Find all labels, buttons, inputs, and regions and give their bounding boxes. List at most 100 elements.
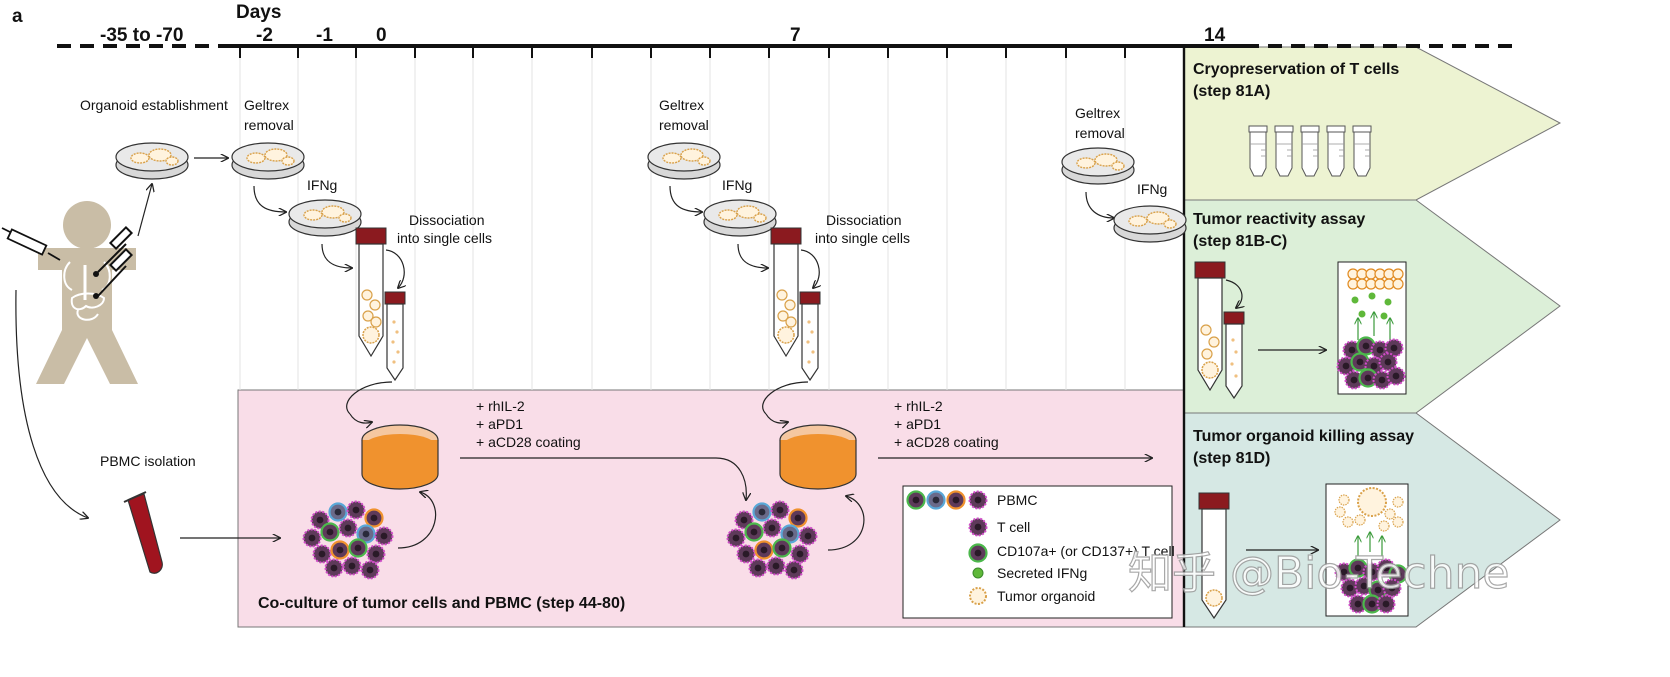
pbmc-cell xyxy=(762,518,782,538)
legend-tcell: T cell xyxy=(997,519,1030,535)
pbmc-cell xyxy=(374,526,394,546)
pbmc-cell xyxy=(748,558,768,578)
tick-label-minus2: -2 xyxy=(256,25,273,46)
supplement-1a: + rhIL-2 xyxy=(476,398,525,414)
pbmc-cell xyxy=(324,558,344,578)
pbmc-cell xyxy=(736,544,756,564)
arrow-geltrex-to-ifng-3 xyxy=(1085,191,1114,218)
pbmc-cell xyxy=(348,538,368,558)
organoid-dish-ifng-3 xyxy=(1113,205,1187,243)
pbmc-cell xyxy=(312,544,332,564)
coculture-title: Co-culture of tumor cells and PBMC (step… xyxy=(258,595,625,612)
outcome-1-title: Cryopreservation of T cells xyxy=(1193,61,1399,78)
killing-tube xyxy=(1198,492,1230,620)
culture-well-2 xyxy=(779,424,857,490)
outcome-2-title: Tumor reactivity assay xyxy=(1193,211,1365,228)
geltrex-removal-label-3a: Geltrex xyxy=(1075,105,1120,121)
pbmc-cell xyxy=(788,508,808,528)
pbmc-cell xyxy=(328,502,348,522)
organoid-fragment xyxy=(1354,514,1366,526)
pbmc-cell xyxy=(366,544,386,564)
panel-letter: a xyxy=(12,6,23,27)
tick-label-14: 14 xyxy=(1204,25,1226,46)
small-tube-1 xyxy=(384,291,406,382)
supplement-1b: + aPD1 xyxy=(476,416,523,432)
ifng-label-3: IFNg xyxy=(1137,181,1167,197)
geltrex-removal-label-1a: Geltrex xyxy=(244,97,289,113)
organoid-large xyxy=(1357,487,1387,517)
geltrex-removal-label-1b: removal xyxy=(244,117,294,133)
pbmc-cell xyxy=(784,560,804,580)
killing-assay-box xyxy=(1325,483,1409,617)
blood-tube-icon xyxy=(123,491,163,574)
pbmc-cell xyxy=(320,522,340,542)
pbmc-cell xyxy=(770,500,790,520)
supplement-2b: + aPD1 xyxy=(894,416,941,432)
arrow-tube-to-small-1 xyxy=(385,249,404,288)
pbmc-isolation-label: PBMC isolation xyxy=(100,453,196,469)
geltrex-removal-label-2a: Geltrex xyxy=(659,97,704,113)
supplement-2c: + aCD28 coating xyxy=(894,434,999,450)
geltrex-removal-label-3b: removal xyxy=(1075,125,1125,141)
arrow-ifng-to-tube-1 xyxy=(321,243,352,268)
arrow-patient-to-dish xyxy=(137,184,152,237)
reactivity-assay-box xyxy=(1336,261,1407,395)
outcome-2-step: (step 81B-C) xyxy=(1193,233,1287,250)
dissociation-label-1b: into single cells xyxy=(397,230,492,246)
ifng-dot xyxy=(1351,296,1359,304)
timeline-ticks xyxy=(239,46,1126,58)
ifng-dot xyxy=(1358,310,1366,318)
organoid-dish-geltrex-1 xyxy=(231,142,305,180)
pbmc-cell xyxy=(798,526,818,546)
tick-label-7: 7 xyxy=(790,25,801,46)
pbmc-cell xyxy=(766,556,786,576)
falcon-tube-2 xyxy=(770,227,802,358)
organoid-fragment xyxy=(1378,520,1390,532)
biopsy-needle-icon xyxy=(97,225,134,297)
ifng-dot xyxy=(1380,312,1388,320)
organoid-cell xyxy=(1392,268,1404,280)
organoid-cell xyxy=(1392,278,1404,290)
pbmc-cell xyxy=(302,528,322,548)
arrow-geltrex-to-ifng-2 xyxy=(669,185,702,212)
arrow-cluster-loop-1 xyxy=(397,492,437,549)
ifng-label-2: IFNg xyxy=(722,177,752,193)
geltrex-removal-label-2b: removal xyxy=(659,117,709,133)
supplement-1c: + aCD28 coating xyxy=(476,434,581,450)
reactivity-tubes xyxy=(1194,261,1244,400)
legend-tumor-organoid: Tumor organoid xyxy=(997,588,1095,604)
ifng-label-1: IFNg xyxy=(307,177,337,193)
pbmc-cell xyxy=(338,518,358,538)
dissociation-label-2a: Dissociation xyxy=(826,212,901,228)
dissociation-label-2b: into single cells xyxy=(815,230,910,246)
supplement-2a: + rhIL-2 xyxy=(894,398,943,414)
arrow-cluster-loop-2 xyxy=(827,496,865,551)
watermark-text: 知乎 @Bio-Techne xyxy=(1128,548,1509,599)
arrow-patient-to-pbmc xyxy=(15,289,88,518)
pbmc-cell xyxy=(364,508,384,528)
arrow-smalltube-to-well-2 xyxy=(762,381,809,415)
arrow-ifng-to-tube-2 xyxy=(737,243,768,268)
organoid-fragment xyxy=(1384,508,1396,520)
arrow-coculture-to-day7 xyxy=(460,457,746,500)
pbmc-cell xyxy=(744,522,764,542)
timeline-unit-label: Days xyxy=(236,2,281,23)
pbmc-cell xyxy=(752,502,772,522)
organoid-dish-geltrex-2 xyxy=(647,142,721,180)
organoid-fragment xyxy=(1392,516,1404,528)
tick-label-pre: -35 to -70 xyxy=(100,25,183,46)
dissociation-label-1a: Dissociation xyxy=(409,212,484,228)
arrow-smalltube-to-well-1 xyxy=(346,381,393,415)
ifng-dot xyxy=(1368,292,1376,300)
legend-secreted-ifng: Secreted IFNg xyxy=(997,565,1087,581)
tick-label-minus1: -1 xyxy=(316,25,333,46)
pbmc-cell xyxy=(342,556,362,576)
legend-cd107a-tcell: CD107a+ (or CD137+) T cell xyxy=(997,543,1175,559)
pbmc-cell xyxy=(346,500,366,520)
organoid-dish-ifng-1 xyxy=(288,199,362,237)
organoid-dish-geltrex-3 xyxy=(1061,147,1135,185)
organoid-fragment xyxy=(1392,496,1404,508)
small-tube-2 xyxy=(799,291,821,382)
ifng-dot xyxy=(1384,298,1392,306)
